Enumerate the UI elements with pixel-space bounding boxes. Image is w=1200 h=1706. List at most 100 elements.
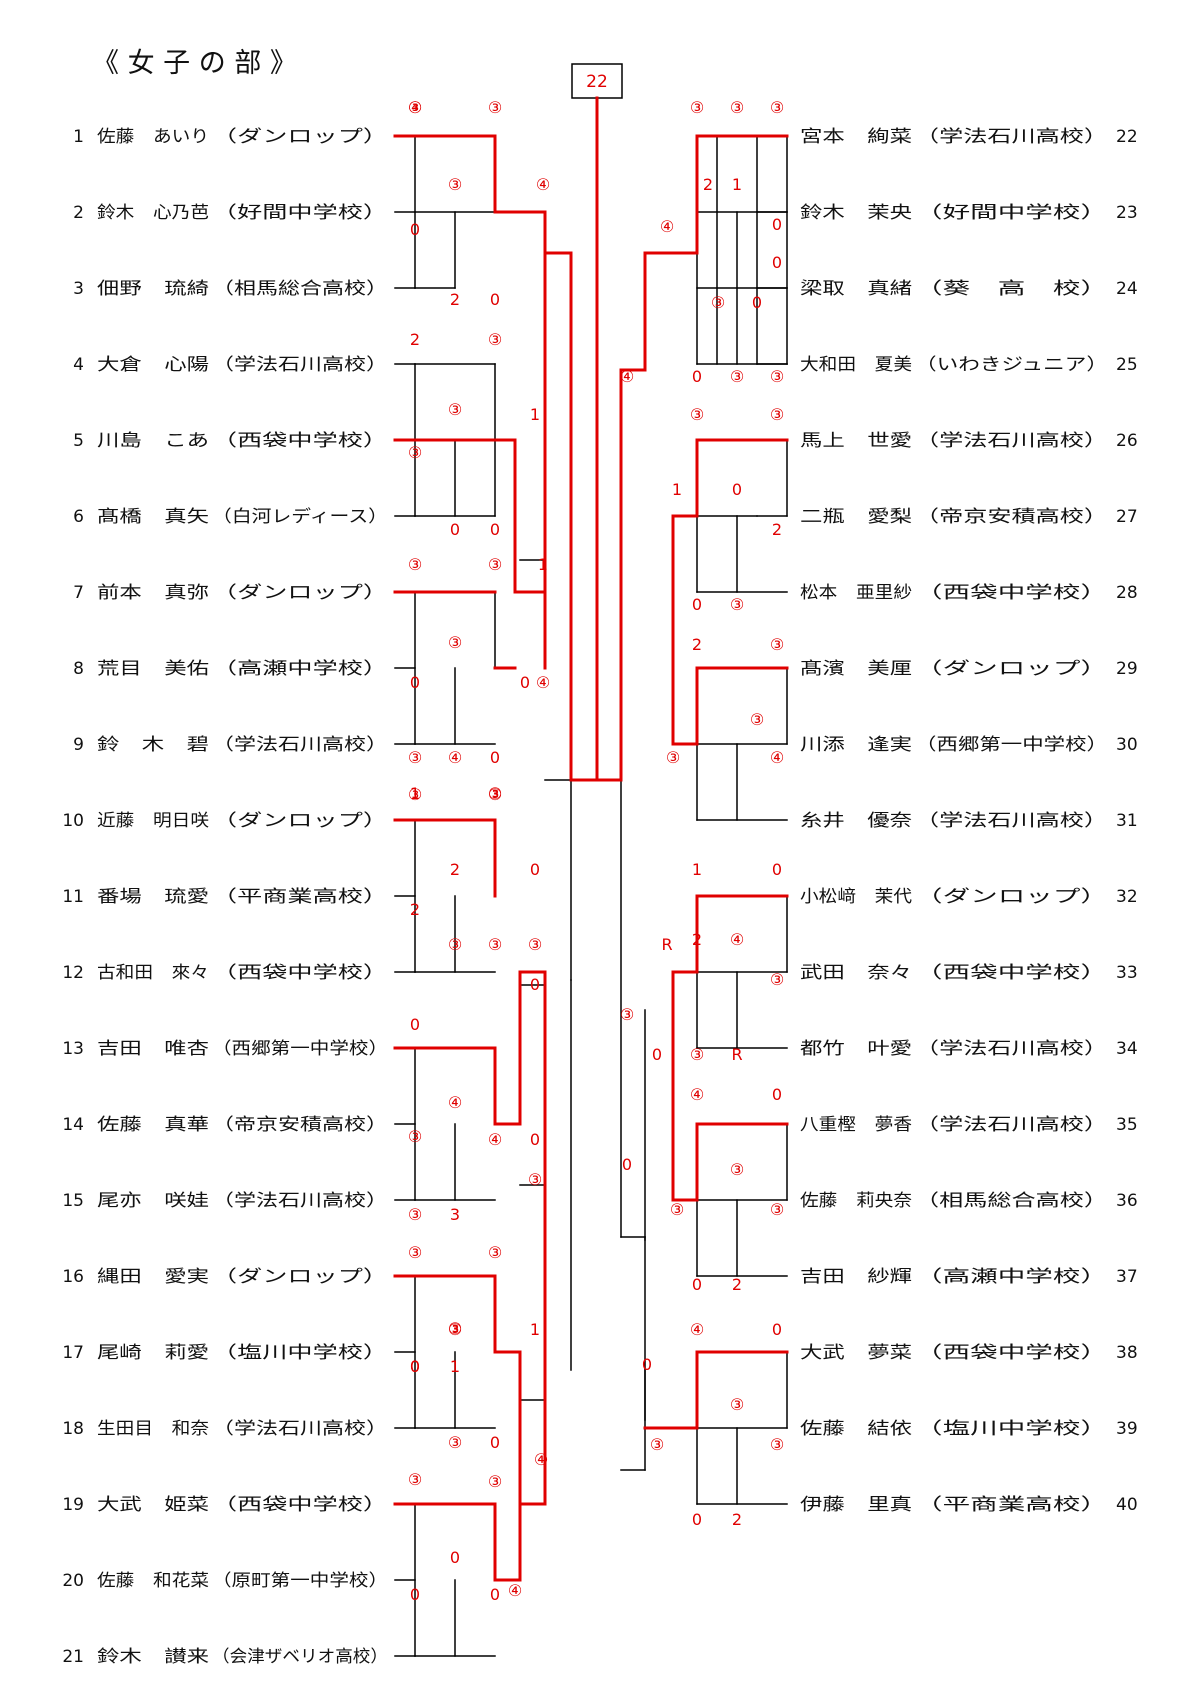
player-team: （相馬総合高校） bbox=[212, 279, 388, 299]
player-team: （学法石川高校） bbox=[212, 1419, 388, 1439]
score-mark: 0 bbox=[732, 480, 742, 499]
player-number: 16 bbox=[62, 1267, 84, 1287]
player-team: （西郷第一中学校） bbox=[915, 735, 1108, 755]
player-team: （平商業高校） bbox=[915, 1495, 1108, 1515]
score-mark: 0 bbox=[490, 520, 500, 539]
score-mark: 2 bbox=[410, 900, 420, 919]
player-name: 松本 亜里紗 bbox=[800, 583, 912, 603]
player-number: 40 bbox=[1116, 1495, 1138, 1515]
player-name: 鈴木 讃来 bbox=[97, 1647, 209, 1667]
player-name: 糸井 優奈 bbox=[800, 811, 912, 831]
score-mark: ③ bbox=[690, 1045, 704, 1064]
score-mark: ③ bbox=[770, 405, 784, 424]
score-mark: ③ bbox=[730, 1160, 744, 1179]
player-row: 小松﨑 茉代（ダンロップ）32 bbox=[800, 887, 1138, 907]
player-number: 31 bbox=[1116, 811, 1138, 831]
score-mark: ③ bbox=[408, 555, 422, 574]
score-mark: ③ bbox=[670, 1200, 684, 1219]
score-mark: ③ bbox=[770, 98, 784, 117]
score-mark: ④ bbox=[448, 1093, 462, 1112]
player-row: 髙濱 美厘（ダンロップ）29 bbox=[800, 659, 1138, 679]
player-number: 27 bbox=[1116, 507, 1138, 527]
score-mark: ④ bbox=[408, 98, 422, 117]
player-team: （学法石川高校） bbox=[212, 355, 388, 375]
score-mark: ③ bbox=[448, 633, 462, 652]
player-number: 25 bbox=[1116, 355, 1138, 375]
player-number: 35 bbox=[1116, 1115, 1138, 1135]
score-mark: 2 bbox=[692, 635, 702, 654]
champion-box-label: 22 bbox=[586, 72, 608, 92]
player-number: 39 bbox=[1116, 1419, 1138, 1439]
score-mark: ④ bbox=[730, 930, 744, 949]
player-team: （帝京安積高校） bbox=[212, 1115, 388, 1135]
player-team: （学法石川高校） bbox=[212, 735, 388, 755]
score-mark: ③ bbox=[770, 635, 784, 654]
player-team: （白河レディース） bbox=[212, 506, 388, 527]
score-mark: ③ bbox=[488, 1472, 502, 1491]
player-team: （塩川中学校） bbox=[212, 1343, 388, 1363]
player-number: 12 bbox=[62, 963, 84, 983]
player-name: 伊藤 里真 bbox=[800, 1495, 912, 1515]
score-mark: 0 bbox=[772, 253, 782, 272]
player-number: 17 bbox=[62, 1343, 84, 1363]
player-name: 梁取 真緒 bbox=[800, 279, 912, 299]
score-mark: ④ bbox=[620, 367, 634, 386]
player-number: 6 bbox=[73, 507, 84, 527]
score-mark: ③ bbox=[770, 1435, 784, 1454]
player-team: （高瀬中学校） bbox=[212, 659, 388, 679]
score-mark: 0 bbox=[530, 975, 540, 994]
player-name: 武田 奈々 bbox=[800, 963, 912, 983]
player-team: （ダンロップ） bbox=[915, 887, 1108, 907]
player-team: （いわきジュニア） bbox=[915, 355, 1108, 375]
score-mark: ③ bbox=[488, 555, 502, 574]
player-team: （学法石川高校） bbox=[915, 127, 1108, 147]
score-mark: ③ bbox=[730, 367, 744, 386]
score-mark: ③ bbox=[448, 1320, 462, 1339]
player-number: 30 bbox=[1116, 735, 1138, 755]
player-name: 近藤 明日咲 bbox=[97, 811, 209, 831]
player-number: 24 bbox=[1116, 279, 1138, 299]
score-mark: ③ bbox=[408, 1205, 422, 1224]
player-name: 鈴木 茉央 bbox=[800, 203, 912, 223]
player-number: 1 bbox=[73, 127, 84, 147]
player-row: 宮本 絢菜（学法石川高校）22 bbox=[800, 127, 1138, 147]
player-row: 梁取 真緒（葵 高 校）24 bbox=[800, 279, 1138, 299]
player-name: 大武 夢菜 bbox=[800, 1343, 912, 1363]
player-name: 小松﨑 茉代 bbox=[800, 887, 912, 907]
winner-lines bbox=[393, 96, 789, 1582]
score-mark: 2 bbox=[450, 290, 460, 309]
score-mark: 0 bbox=[772, 1085, 782, 1104]
player-name: 八重樫 夢香 bbox=[800, 1115, 912, 1135]
player-number: 10 bbox=[62, 811, 84, 831]
score-mark: ③ bbox=[408, 785, 422, 804]
player-team: （ダンロップ） bbox=[915, 659, 1108, 679]
score-mark: 1 bbox=[450, 1357, 460, 1376]
score-mark: 0 bbox=[692, 367, 702, 386]
player-row: 都竹 叶愛（学法石川高校）34 bbox=[800, 1039, 1138, 1059]
score-mark: 1 bbox=[530, 405, 540, 424]
player-name: 前本 真弥 bbox=[97, 583, 209, 603]
score-mark: ③ bbox=[528, 935, 542, 954]
player-number: 23 bbox=[1116, 203, 1138, 223]
score-mark: ③ bbox=[690, 405, 704, 424]
player-team: （帝京安積高校） bbox=[915, 507, 1108, 527]
player-team: （学法石川高校） bbox=[915, 1039, 1108, 1059]
player-row: 武田 奈々（西袋中学校）33 bbox=[800, 963, 1138, 983]
player-number: 14 bbox=[62, 1115, 84, 1135]
player-number: 20 bbox=[62, 1571, 84, 1591]
score-mark: ③ bbox=[770, 1200, 784, 1219]
score-mark: 3 bbox=[450, 1205, 460, 1224]
player-number: 9 bbox=[73, 735, 84, 755]
